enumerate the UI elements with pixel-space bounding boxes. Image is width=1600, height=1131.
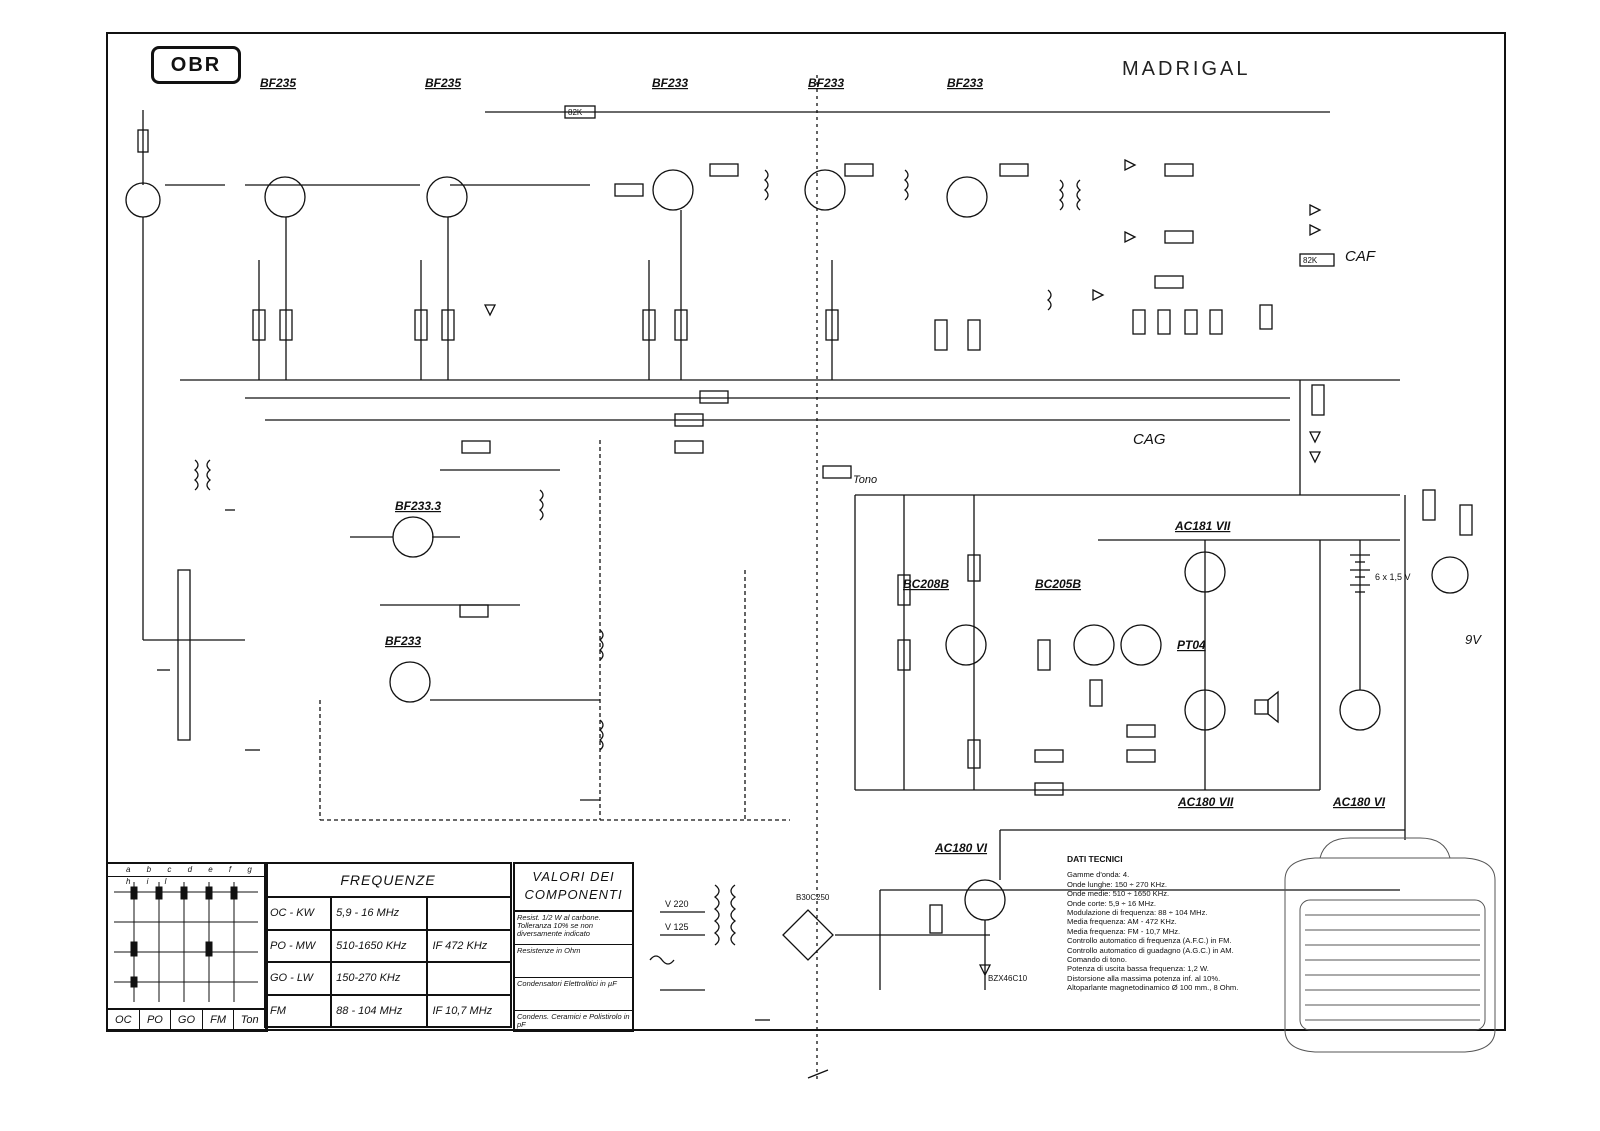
- technical-line: Potenza di uscita bassa frequenza: 1,2 W…: [1067, 964, 1209, 974]
- cag-label: CAG: [1133, 431, 1166, 448]
- tr11-type-label: AC181 VII: [1174, 519, 1231, 533]
- freq-if: [426, 961, 512, 996]
- band-go: GO: [171, 1010, 203, 1030]
- technical-line: Controllo automatico di guadagno (A.G.C.…: [1067, 945, 1234, 955]
- technical-line: Altoparlante magnetodinamico Ø 100 mm., …: [1067, 983, 1239, 993]
- mains-220-label: V 220: [665, 899, 689, 909]
- valori-row: Condens. Ceramici e Polistirolo in pF: [517, 1012, 630, 1029]
- band-selector-row: OC PO GO FM Ton: [108, 1008, 266, 1030]
- freq-range: 150-270 KHz: [330, 961, 429, 996]
- technical-line: Comando di tono.: [1067, 955, 1127, 965]
- band-fm: FM: [203, 1010, 235, 1030]
- band-po: PO: [140, 1010, 172, 1030]
- mains-125-label: V 125: [665, 922, 689, 932]
- zener-label: BZX46C10: [988, 974, 1028, 983]
- r5-value: 82K: [568, 108, 583, 117]
- freq-band: OC - KW: [263, 896, 333, 931]
- tr3-type-label: BF233: [652, 76, 688, 90]
- freq-band: GO - LW: [263, 961, 333, 996]
- tr14-type-label: AC180 VI: [1332, 795, 1386, 809]
- freq-if: IF 472 KHz: [426, 928, 512, 963]
- valori-row: Condensatori Elettrolitici in µF: [515, 978, 632, 1011]
- technical-line: Media frequenza: AM - 472 KHz.: [1067, 917, 1177, 927]
- tr12-type-label: AC180 VII: [1177, 795, 1234, 809]
- technical-data-heading: DATI TECNICI: [1067, 854, 1123, 864]
- technical-line: Onde corte: 5,9 ÷ 16 MHz.: [1067, 898, 1157, 908]
- freq-band: PO - MW: [263, 928, 333, 963]
- technical-line: Onde medie: 510 ÷ 1650 KHz.: [1067, 889, 1170, 899]
- freq-band: FM: [263, 993, 333, 1028]
- tr6-type-label: BF233.3: [395, 499, 441, 513]
- technical-line: Gamme d'onda: 4.: [1067, 870, 1130, 880]
- band-ton: Ton: [234, 1010, 266, 1030]
- tono-label: Tono: [853, 474, 877, 486]
- freq-range: 88 - 104 MHz: [330, 993, 429, 1028]
- freq-if: [426, 896, 512, 931]
- tr2-type-label: BF235: [425, 76, 461, 90]
- technical-line: Modulazione di frequenza: 88 ÷ 104 MHz.: [1067, 908, 1208, 918]
- nine-volt-label: 9V: [1465, 632, 1482, 647]
- switch-contacts-grid: [114, 882, 258, 1002]
- technical-line: Distorsione alla massima potenza inf. al…: [1067, 973, 1221, 983]
- freq-if: IF 10,7 MHz: [426, 993, 512, 1028]
- tr9-type-label: BC205B: [1035, 577, 1081, 591]
- technical-data: DATI TECNICI Gamme d'onda: 4. Onde lungh…: [1067, 854, 1287, 993]
- valori-row: Resist. 1/2 W al carbone. Tolleranza 10%…: [515, 912, 632, 945]
- tr1-type-label: BF235: [260, 76, 296, 90]
- switch-matrix: a b c d e f g h i l: [106, 862, 268, 1032]
- component-values-legend: VALORI DEI COMPONENTI Resist. 1/2 W al c…: [513, 862, 634, 1032]
- battery-label: 6 x 1,5 V: [1375, 572, 1411, 582]
- frequency-table: FREQUENZE OC - KW 5,9 - 16 MHz PO - MW 5…: [263, 862, 512, 1028]
- frequency-title: FREQUENZE: [264, 862, 512, 898]
- r21-value: 82K: [1303, 256, 1318, 265]
- technical-line: Onde lunghe: 150 ÷ 270 KHz.: [1067, 879, 1168, 889]
- tr4-type-label: BF233: [808, 76, 844, 90]
- valori-row: Resistenze in Ohm: [515, 945, 632, 978]
- band-oc: OC: [108, 1010, 140, 1030]
- model-title: MADRIGAL: [1122, 58, 1251, 80]
- technical-line: Media frequenza: FM - 10,7 MHz.: [1067, 926, 1181, 936]
- technical-line: Controllo automatico di frequenza (A.F.C…: [1067, 936, 1232, 946]
- tr8-type-label: BC208B: [903, 577, 949, 591]
- tr7-type-label: BF233: [385, 634, 421, 648]
- tr5-type-label: BF233: [947, 76, 983, 90]
- valori-title: VALORI DEI COMPONENTI: [515, 864, 632, 912]
- caf-label: CAF: [1345, 248, 1376, 265]
- freq-range: 5,9 - 16 MHz: [330, 896, 429, 931]
- brand-logo: OBR: [151, 46, 241, 84]
- tr13-type-label: AC180 VI: [934, 841, 988, 855]
- pt04-label: PT04: [1177, 638, 1206, 652]
- freq-range: 510-1650 KHz: [330, 928, 429, 963]
- switch-letters: a b c d e f g h i l: [108, 864, 266, 886]
- bridge-label: B30C250: [796, 893, 830, 902]
